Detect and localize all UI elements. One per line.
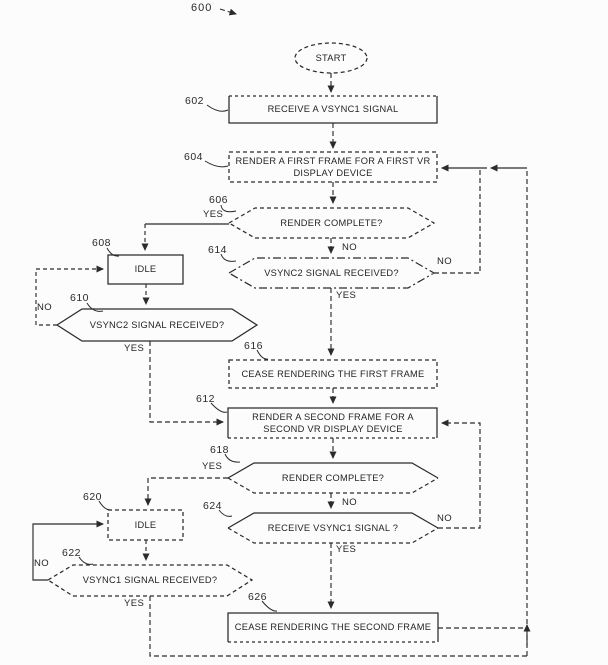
leader-606 [220,204,237,213]
branch-624-no: NO [437,513,453,524]
node-602-label: RECEIVE A VSYNC1 SIGNAL [267,104,399,115]
node-606-label: RENDER COMPLETE? [280,217,383,228]
node-608-label: IDLE [134,264,157,275]
node-626-label: CEASE RENDERING THE SECOND FRAME [234,622,432,633]
leader-624 [218,509,233,517]
leader-608 [106,247,120,257]
branch-622-no: NO [34,558,50,569]
edge-622-yes-return [149,596,527,657]
leader-612 [210,402,228,413]
edges [32,8,531,657]
ref-624: 624 [203,500,223,512]
shape-622 [46,564,254,597]
node-612-label: RENDER A SECOND FRAME FOR A SECOND VR DI… [252,411,414,434]
ref-622: 622 [62,547,82,559]
branch-614-yes: YES [336,290,357,301]
ref-602: 602 [185,95,205,107]
node-614-label: VSYNC2 SIGNAL RECEIVED? [264,267,399,278]
node-616-label: CEASE RENDERING THE FIRST FRAME [241,368,425,379]
edge-618-yes-620 [144,477,228,506]
node-shapes [46,42,439,643]
branch-618-no: NO [342,497,358,508]
edge-622-no-620 [32,520,104,581]
ref-626: 626 [248,591,268,603]
shape-624-bottom [227,527,439,544]
leader-626 [261,600,278,612]
leader-614 [220,253,237,262]
node-start-label: START [315,52,347,63]
leader-622 [78,556,94,565]
leader-618 [224,453,241,463]
shape-624-top [227,512,439,529]
leader-610 [86,302,104,312]
ref-604: 604 [184,151,204,163]
branch-622-yes: YES [124,598,145,609]
ref-618: 618 [210,444,230,456]
node-622-label: VSYNC1 SIGNAL RECEIVED? [82,575,218,586]
edge-614-no-return [434,168,481,274]
ref-612: 612 [196,393,216,405]
shape-606 [227,207,436,239]
branch-618-yes: YES [202,461,223,472]
shape-626 [227,612,439,642]
shape-612 [227,407,438,438]
shape-602 [228,96,438,124]
ref-606: 606 [209,194,229,206]
edge-610-no-608 [35,265,104,326]
edge-624-no-return-612 [438,419,481,529]
node-624-label: RECEIVE VSYNC1 SIGNAL ? [267,522,399,533]
shape-618-top [227,462,439,479]
ref-616: 616 [244,340,264,352]
shape-618-bottom [227,477,439,494]
shape-620 [107,509,184,541]
leader-602 [206,104,229,112]
ref-608: 608 [92,237,112,249]
branch-610-no: NO [37,302,53,313]
shape-614 [227,257,436,289]
branch-624-yes: YES [336,544,357,555]
node-620-label: IDLE [134,519,157,530]
shape-610 [55,308,259,342]
ref-614: 614 [208,244,228,256]
figure-ref-label: 600 [191,2,213,14]
leader-620 [98,500,113,511]
branch-606-yes: YES [203,209,224,220]
node-610-label: VSYNC2 SIGNAL RECEIVED? [89,319,225,330]
node-618-label: RENDER COMPLETE? [281,472,385,483]
shape-608 [107,254,184,285]
branch-614-no: NO [437,256,453,267]
shape-604 [228,151,438,183]
ref-610: 610 [70,292,90,304]
figure-pointer-arrow [219,8,237,16]
shape-start [294,42,368,74]
shape-616 [228,359,438,389]
edge-610-yes-612 [149,341,224,426]
ref-620: 620 [83,491,103,503]
leader-604 [204,160,229,168]
leader-616 [256,349,269,360]
branch-610-yes: YES [124,343,145,354]
ref-leaders [78,104,278,612]
node-604-label: RENDER A FIRST FRAME FOR A FIRST VR DISP… [235,155,431,178]
branch-606-no: NO [342,242,358,253]
